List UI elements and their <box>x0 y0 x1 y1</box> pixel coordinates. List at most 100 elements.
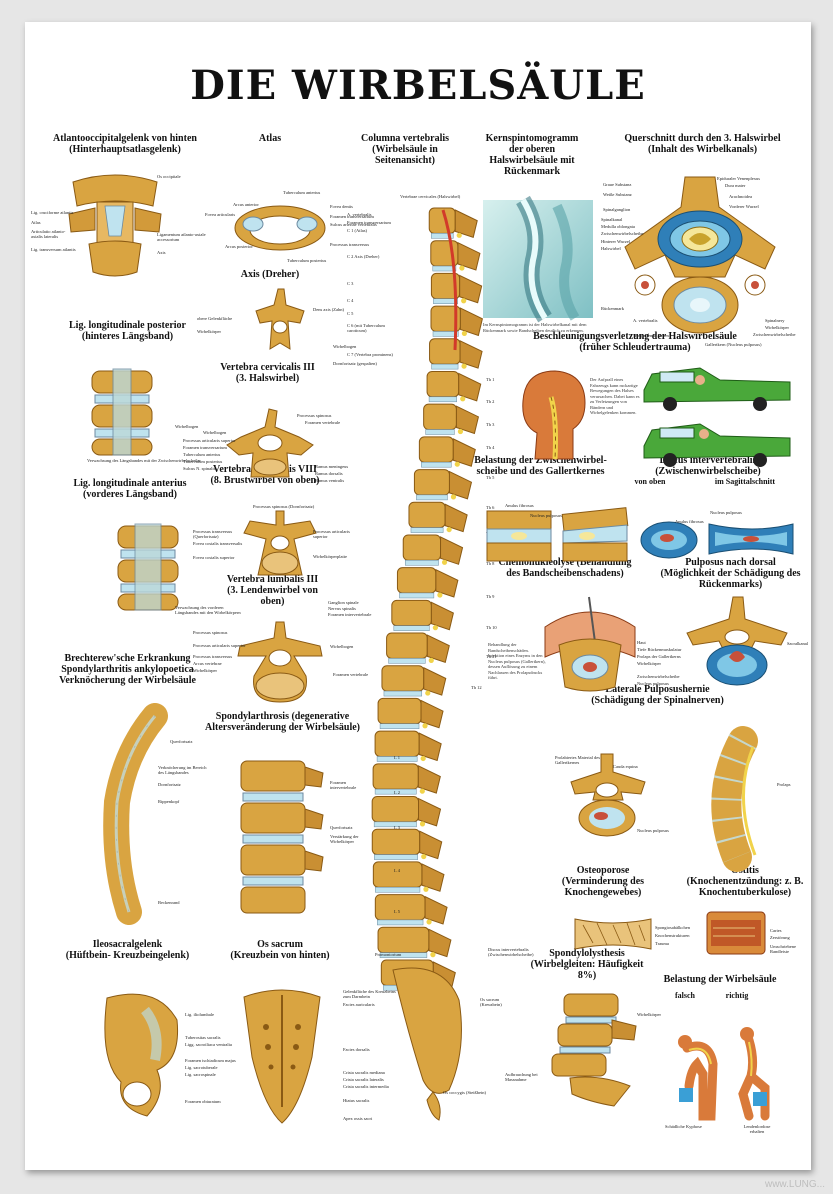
columna-label: Foramen intervertebrale <box>328 612 372 617</box>
brechterew-figure <box>103 703 168 925</box>
columna-label: Discus intervertebralis (Zwischenwirbels… <box>488 947 534 957</box>
columna-label: Os coccygis (Steißbein) <box>443 1090 486 1095</box>
th-level: Th 3 <box>486 422 495 427</box>
laterale-label: Nucleus pulposus <box>637 828 669 833</box>
brechterew-label: Beckenrand <box>158 900 180 905</box>
posture-right-figure <box>738 1027 770 1121</box>
intervertebral-disc <box>431 363 459 370</box>
title-columna: Columna vertebralis (Wirbelsäule in Seit… <box>360 133 450 166</box>
vertebra <box>377 926 452 958</box>
columna-label: C 1 (Atlas) <box>347 228 367 233</box>
ostitis-label: Umschriebene Randleiste <box>770 944 796 954</box>
title-belastung-ws: Belastung der Wirbelsäule <box>663 974 777 985</box>
sacrum-label: Crista sacralis intermedia <box>343 1084 389 1089</box>
cervicalis-label: Processus articularis superior <box>183 438 236 443</box>
kernspin-image <box>483 195 593 323</box>
title-laterale: Laterale Pulposushernie (Schädigung der … <box>591 684 724 706</box>
axis-label: Dornfortsatz (gespalten) <box>333 361 377 366</box>
title-cervicalis: Vertebra cervicalis III (3. Halswirbel) <box>220 362 315 384</box>
car-rear-collision <box>643 367 791 411</box>
page-title: DIE WIRBELSÄULE <box>190 62 646 109</box>
th-level: Th 12 <box>471 685 482 690</box>
ileosacral-figure <box>104 993 179 1117</box>
vertebra <box>381 665 447 697</box>
belastung-ws-label: Schädliche Kyphose <box>665 1124 702 1129</box>
spondylolysthesis-label: Wirbelkörper <box>637 1012 662 1017</box>
lig-post-label: Wirbelbogen <box>175 424 199 429</box>
columna-label: A. vertebralis <box>347 212 372 217</box>
spondylarthrosis-figure <box>240 760 324 914</box>
chemo-label: Nucleus pulposus <box>637 681 669 686</box>
querschnitt-label: Dura mater <box>725 183 746 188</box>
querschnitt-label: Arachnoidea <box>729 194 752 199</box>
title-querschnitt: Querschnitt durch den 3. Halswirbel (Inh… <box>624 133 781 155</box>
ostitis-label: Caries <box>770 928 782 933</box>
posture-wrong-figure <box>678 1035 718 1121</box>
vertebra <box>413 469 473 501</box>
chemo-label: Tiefe Rückenmuskulatur <box>637 647 682 652</box>
title-brechterew: Brechterew'sche Erkrankung Spondylarthri… <box>59 653 196 686</box>
sacrum-label: Crista sacralis lateralis <box>343 1077 384 1082</box>
intervertebral-disc <box>383 690 423 697</box>
title-belastung-zw: Belastung der Zwischenwirbel- scheibe un… <box>474 455 607 477</box>
querschnitt-label: Begleitende Venen <box>635 333 669 338</box>
discus-label: Anulus fibrosus <box>675 519 704 524</box>
axis-label: Wirbelkörper <box>197 329 222 334</box>
osteoporose-figure <box>574 918 652 950</box>
thoracalis-label: Wirbelkörperplatte <box>313 554 348 559</box>
atlas-label: Processus transversus <box>330 242 370 247</box>
atlas-label: Fovea dentis <box>330 204 353 209</box>
belastung-ws-label: Lendenlordose erhalten <box>743 1124 771 1134</box>
osteoporose-label: Trauma <box>655 941 669 946</box>
th-level: Th 1 <box>486 377 495 382</box>
vertebra <box>371 796 442 828</box>
thoracalis-label: Processus spinosus (Dornfortsatz) <box>253 504 315 509</box>
cervicalis-label: Processus spinosus <box>297 413 332 418</box>
sacrum-label: Crista sacralis mediana <box>343 1070 385 1075</box>
querschnitt-label: Spinalkanal <box>601 217 623 222</box>
vertebra <box>396 567 459 599</box>
columna-label: C 4 <box>347 298 354 303</box>
laterale-spine-figure <box>711 726 758 872</box>
l-level: L 3 <box>394 825 400 830</box>
brechterew-label: Dornfortsatz <box>158 782 181 787</box>
vertebra <box>402 534 464 566</box>
columna-label: Os sacrum (Kreuzbein) <box>480 997 502 1007</box>
columna-label: Nervus spinalis <box>328 606 356 611</box>
vertebra <box>391 599 454 631</box>
axis-label: Wirbelbogen <box>333 344 357 349</box>
axis-label: Dens axis (Zahn) <box>313 307 344 312</box>
vertebra <box>374 894 448 926</box>
belastung-label: Anulus fibrosus <box>505 503 534 508</box>
lumbalis-label: Processus transversus <box>193 654 233 659</box>
brechterew-label: Verknöcherung im Bereich des Längsbandes <box>158 765 207 775</box>
vertebra <box>418 436 476 468</box>
chemo-label: Haut <box>637 640 646 645</box>
spondylarthrosis-label: Querfortsatz <box>330 825 353 830</box>
title-chemo: Chemonukleolyse (Behandlung des Bandsche… <box>498 557 632 579</box>
atlanto-label: Ligamentum atlanto-axiale accessorium <box>157 232 206 242</box>
columna-label: Ganglion spinale <box>328 600 359 605</box>
atlas-figure <box>234 205 326 251</box>
cervicalis-figure <box>226 408 314 478</box>
ileosacral-label: Lig. iliolumbale <box>185 1012 214 1017</box>
vertebra <box>408 501 468 533</box>
vertebra <box>377 697 444 730</box>
atlas-label: Arcus posterior <box>225 244 253 249</box>
atlanto-label: Lig. transversum atlantis <box>31 247 76 252</box>
intervertebral-disc <box>374 854 418 860</box>
intervertebral-disc <box>388 658 426 664</box>
watermark: www.LUNG... <box>764 1179 825 1190</box>
belastung-falsch: falsch <box>675 991 695 1000</box>
intervertebral-disc <box>375 886 421 893</box>
atlanto-label: Os occipitale <box>157 174 181 179</box>
title-kernspin: Kernspintomogramm der oberen Halswirbels… <box>485 133 579 177</box>
querschnitt-label: Weiße Substanz <box>603 192 632 197</box>
kernspin-caption: Im Kernspintomogramm ist der Halswirbelk… <box>483 322 587 333</box>
columna-label: Promontorium <box>375 952 402 957</box>
th-level: Th 4 <box>486 445 495 450</box>
laterale-label: Cauda equina <box>613 764 638 769</box>
atlanto-label: Lig. cruciforme atlantis <box>31 210 74 215</box>
lig-post-figure <box>91 368 153 456</box>
axis-figure <box>255 288 305 350</box>
